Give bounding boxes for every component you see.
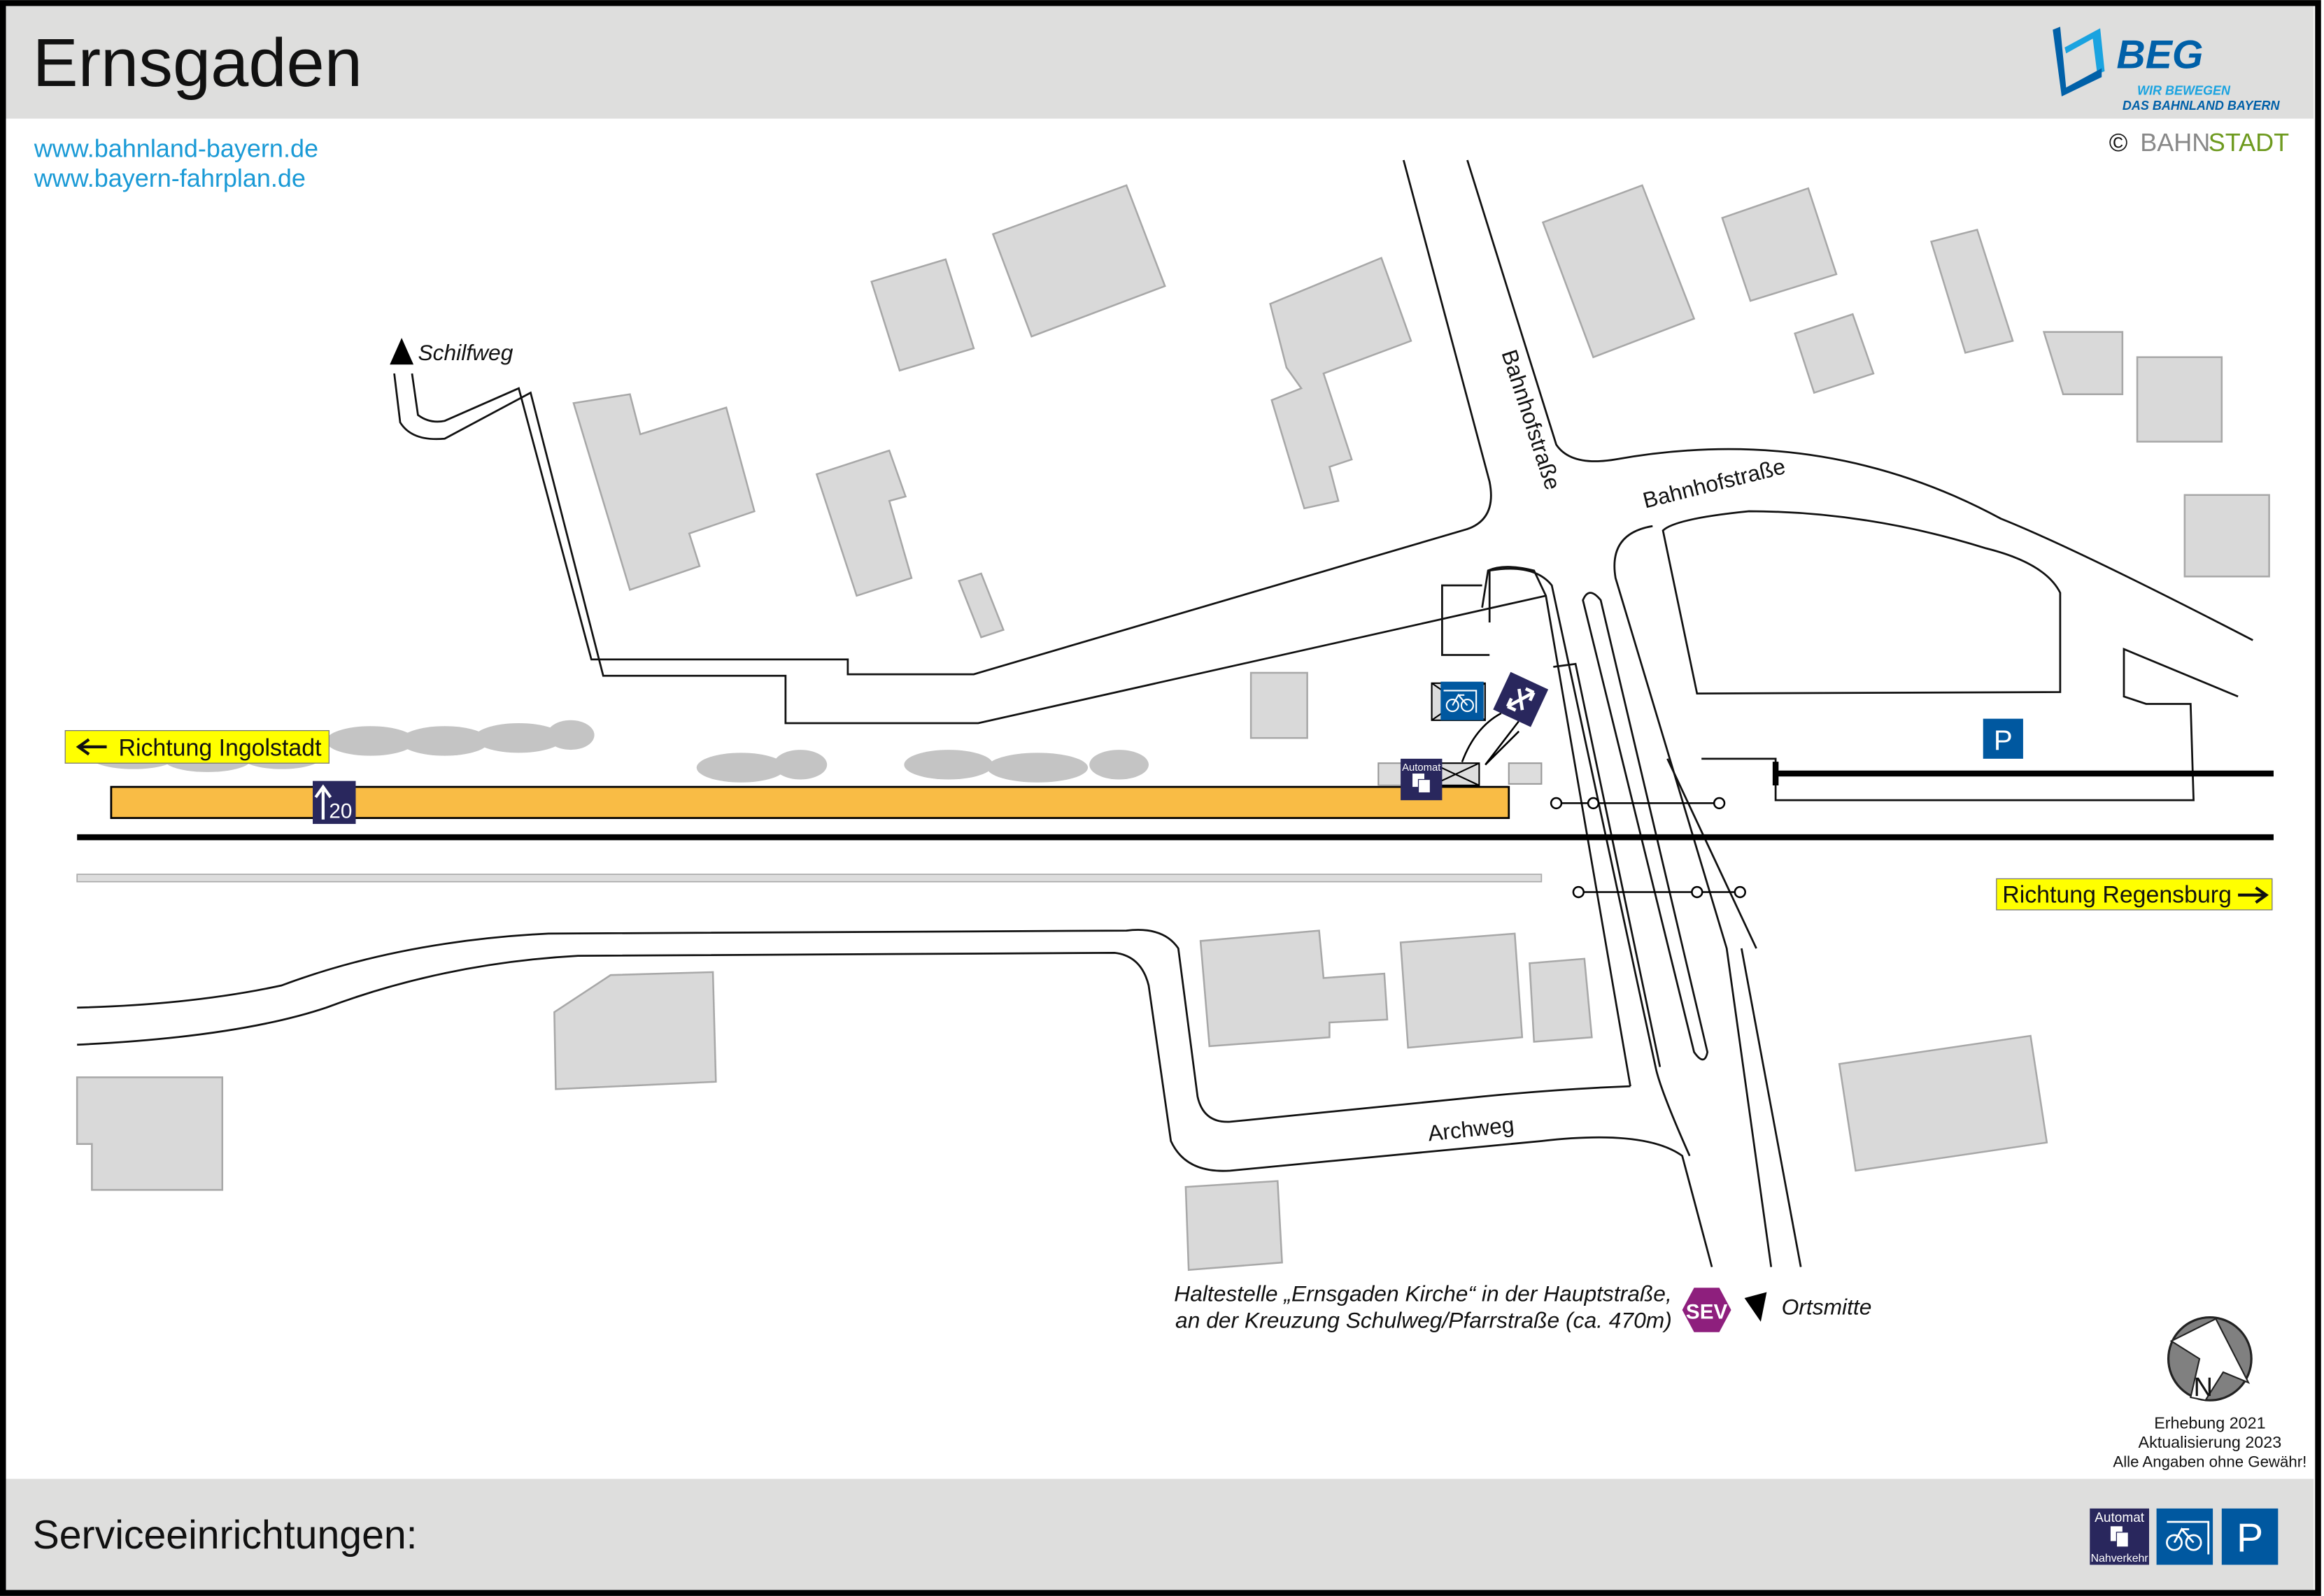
svg-text:20: 20 [329, 800, 352, 823]
footer-bar [6, 1479, 2314, 1590]
siding-track [76, 874, 1543, 883]
sev-badge: SEV [1682, 1288, 1731, 1332]
triangle-up-icon [390, 338, 414, 365]
svg-text:Nahverkehr: Nahverkehr [2091, 1553, 2149, 1565]
svg-text:Schilfweg: Schilfweg [418, 340, 513, 365]
access-ramp-marker[interactable] [1461, 669, 1549, 782]
update-year: Aktualisierung 2023 [2139, 1433, 2282, 1451]
arrow-up-icon [314, 784, 332, 820]
svg-text:SEV: SEV [1686, 1301, 1728, 1324]
bike-parking-icon [2166, 1520, 2210, 1555]
platform-height-sign: 20 [313, 781, 356, 825]
svg-text:BEG: BEG [2116, 33, 2203, 78]
svg-text:Richtung Regensburg: Richtung Regensburg [2002, 881, 2232, 908]
page-title: Ernsgaden [33, 24, 362, 101]
svg-text:STADT: STADT [2209, 128, 2289, 157]
bidirectional-arrow-icon [1505, 687, 1536, 712]
services-title: Serviceeinrichtungen: [33, 1513, 418, 1558]
schilfweg-label: Schilfweg [390, 338, 513, 365]
svg-text:DAS BAHNLAND BAYERN: DAS BAHNLAND BAYERN [2123, 99, 2281, 113]
level-crossing-barriers [1550, 797, 1746, 899]
buildings [76, 184, 2270, 1271]
direction-sign-regensburg: Richtung Regensburg [1996, 878, 2273, 911]
svg-text:N: N [2194, 1372, 2213, 1402]
bahnstadt-copyright: © BAHN STADT [2109, 128, 2289, 157]
ticket-machine-marker[interactable]: Automat [1401, 758, 1443, 801]
header-bar [6, 6, 2314, 119]
svg-text:www.bahnland-bayern.de: www.bahnland-bayern.de [34, 134, 318, 163]
svg-text:BAHN: BAHN [2140, 128, 2210, 157]
svg-text:Automat: Automat [2095, 1511, 2145, 1525]
roads [77, 159, 2253, 1267]
survey-year: Erhebung 2021 [2154, 1413, 2265, 1432]
shelter-2 [1508, 762, 1543, 785]
disclaimer: Alle Angaben ohne Gewähr! [2113, 1453, 2307, 1471]
town-centre-label: Ortsmitte [1782, 1294, 1872, 1319]
service-parking: P [2221, 1508, 2279, 1565]
bus-stop-note-line1: Haltestelle „Ernsgaden Kirche“ in der Ha… [1174, 1281, 1672, 1306]
direction-triangle-icon [1744, 1292, 1767, 1322]
service-ticket-machine: Automat Nahverkehr [2090, 1508, 2150, 1565]
service-bike-parking [2156, 1508, 2213, 1565]
link-bayern-fahrplan[interactable]: www.bayern-fahrplan.de [34, 164, 306, 192]
svg-text:©: © [2109, 128, 2128, 157]
svg-text:Automat: Automat [1402, 762, 1441, 774]
beg-logo: BEG WIR BEWEGEN DAS BAHNLAND BAYERN [2053, 27, 2281, 113]
parking-icon: P [2237, 1516, 2263, 1560]
arrow-left-icon [76, 738, 107, 756]
north-arrow-icon: N [2167, 1316, 2253, 1402]
svg-text:P: P [1994, 725, 2013, 756]
arrow-right-icon [2238, 886, 2269, 904]
bike-parking-marker[interactable] [1431, 681, 1486, 721]
bus-stop-note-line2: an der Kreuzung Schulweg/Pfarrstraße (ca… [1175, 1307, 1672, 1332]
direction-sign-ingolstadt: Richtung Ingolstadt [64, 729, 330, 764]
svg-text:WIR BEWEGEN: WIR BEWEGEN [2137, 84, 2231, 98]
bicycle-icon [1443, 690, 1478, 713]
link-bahnland-bayern[interactable]: www.bahnland-bayern.de [34, 134, 318, 163]
svg-text:Richtung Ingolstadt: Richtung Ingolstadt [118, 735, 322, 762]
parking-marker[interactable]: P [1983, 718, 2023, 759]
svg-text:www.bayern-fahrplan.de: www.bayern-fahrplan.de [34, 164, 306, 192]
